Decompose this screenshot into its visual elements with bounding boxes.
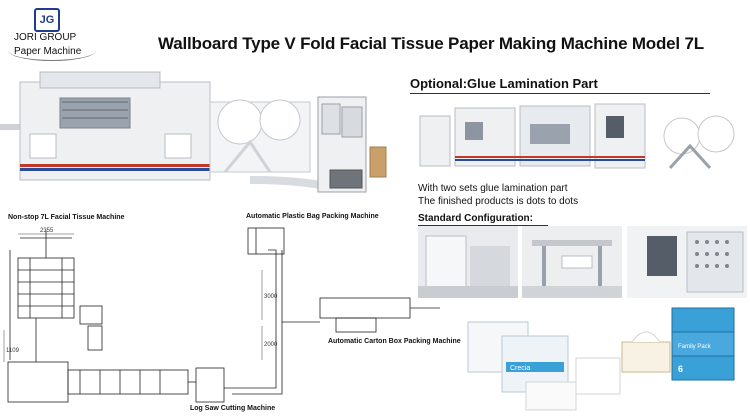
label-log-saw-cutting: Log Saw Cutting Machine [190,405,276,412]
dimension-3000: 3000 [264,294,278,300]
logo-arc [8,40,96,61]
brand-logo: JG JORI GROUP Paper Machine [8,6,100,61]
main-machine-photo [0,62,400,202]
finished-products-photo: Crecia Family Pack 6 [466,302,750,414]
standard-config-photo-3 [627,226,747,298]
label-plastic-bag-packing: Automatic Plastic Bag Packing Machine [246,213,379,220]
standard-config-photo-1 [418,226,518,298]
standard-divider [418,225,548,226]
glue-description-line-2: The finished products is dots to dots [418,196,579,207]
dimension-2000: 2000 [264,342,278,348]
logo-tagline: Paper Machine [14,46,82,57]
label-carton-box-packing: Automatic Carton Box Packing Machine [328,338,461,345]
logo-company-name: JORI GROUP [14,32,77,43]
optional-heading: Optional:Glue Lamination Part [410,76,598,91]
glue-lamination-photo [410,96,746,178]
label-nonstop-machine: Non-stop 7L Facial Tissue Machine [8,214,125,221]
dimension-2355: 2355 [40,228,54,234]
standard-configuration-heading: Standard Configuration: [418,213,533,224]
page-title: Wallboard Type V Fold Facial Tissue Pape… [158,34,704,53]
layout-drawing: 2355 3000 2000 1109 [3,227,440,403]
pack-brand-text: Crecia [510,365,530,372]
logo-mark: JG [34,8,60,32]
heading-divider [410,93,710,94]
glue-description-line-1: With two sets glue lamination part [418,183,568,194]
pack-count-text: 6 [678,364,683,374]
family-pack-text: Family Pack [678,344,712,350]
standard-config-photo-2 [522,226,622,298]
dimension-1109: 1109 [6,348,20,354]
